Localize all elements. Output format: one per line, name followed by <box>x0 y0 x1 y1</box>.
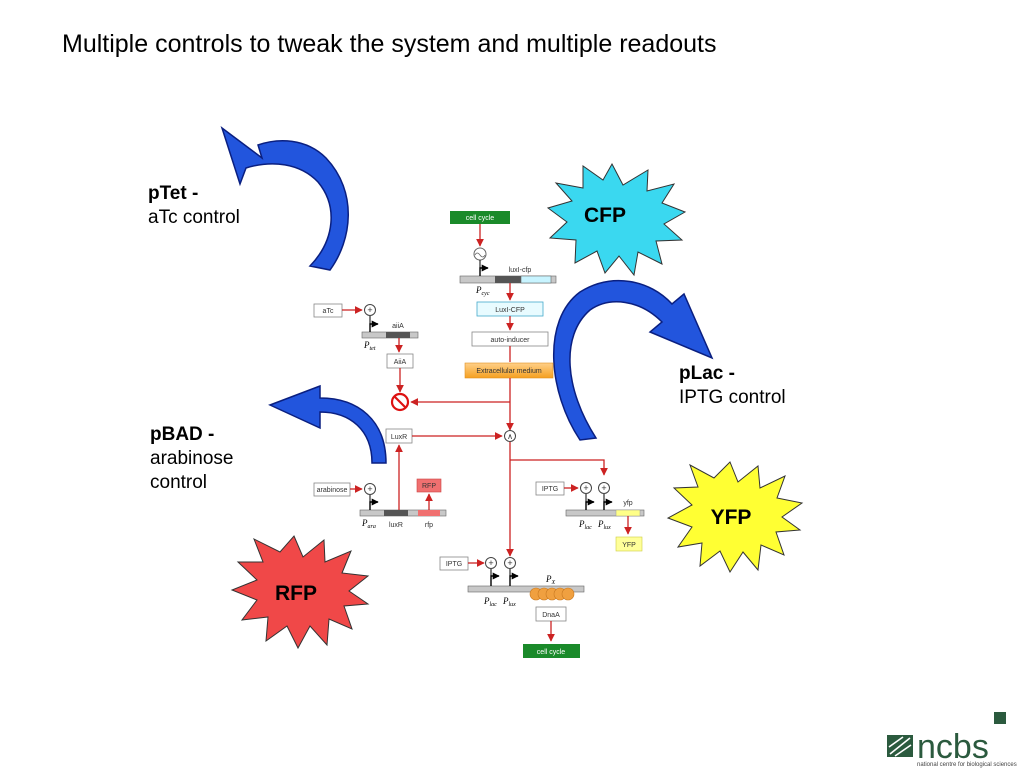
yfp-segment <box>615 509 641 517</box>
yfp-gene-label: yfp <box>623 500 632 507</box>
luxr-gene-label: luxR <box>389 522 403 529</box>
cell-cycle-bottom-box <box>523 644 580 658</box>
p-lac-bottom-promoter-arrow <box>490 572 500 586</box>
pbad-desc-2: control <box>150 472 208 493</box>
p-x-label: PX <box>545 574 556 586</box>
yfp-protein-text: YFP <box>622 542 636 549</box>
oscillator-wave-icon <box>474 252 486 258</box>
aiia-gene-label: aiiA <box>392 323 404 330</box>
p-lux-bottom-label: Plux <box>502 596 516 608</box>
cell-cycle-top-text: cell cycle <box>466 215 495 222</box>
ptet-heading: pTet - <box>148 183 199 204</box>
plac-label: pLac - IPTG control <box>679 362 786 410</box>
page-title: Multiple controls to tweak the system an… <box>62 30 717 58</box>
lux-bottom-plus-node <box>504 557 516 569</box>
auto-inducer-text: auto-inducer <box>491 337 531 344</box>
pbad-label: pBAD - arabinose control <box>150 423 233 495</box>
iptg-bottom-plus-sign: + <box>488 558 493 568</box>
p-ara-promoter-arrow <box>369 498 379 510</box>
rfp-protein-box <box>416 478 442 493</box>
p-cyc-label: Pcyc <box>475 285 490 297</box>
logo-name: ncbs <box>917 728 989 766</box>
plac-curved-arrow <box>553 279 714 441</box>
luxr-protein-text: LuxR <box>391 434 407 441</box>
yfp-gene-bar <box>565 509 645 517</box>
edge-and-right <box>510 459 608 476</box>
p-ara-label: Para <box>361 518 376 530</box>
p-cyc-promoter-arrow <box>479 264 489 276</box>
iptg-right-text: IPTG <box>542 486 558 493</box>
cell-cycle-bottom-text: cell cycle <box>537 649 566 656</box>
pbad-desc-1: arabinose <box>150 448 234 469</box>
p-lac-bottom-label: Plac <box>483 596 497 608</box>
yfp-protein-box <box>615 536 643 552</box>
yfp-label: YFP <box>711 506 752 529</box>
iptg-bottom-plus-node <box>485 557 497 569</box>
cfp-segment <box>520 275 552 284</box>
pbad-heading: pBAD - <box>150 424 215 445</box>
p-lac-right-promoter-arrow <box>585 498 595 510</box>
atc-plus-sign: + <box>367 305 372 315</box>
p-lux-right-label: Plux <box>597 519 611 531</box>
cell-cycle-top-box <box>450 211 510 224</box>
ptet-curved-arrow <box>220 125 349 271</box>
operator-sites <box>529 587 575 601</box>
ncbs-logo: ncbs national centre for biological scie… <box>887 712 1017 768</box>
p-lac-right-label: Plac <box>578 519 592 531</box>
iptg-right-plus-node <box>580 482 592 494</box>
dnaa-gene-bar <box>467 585 585 593</box>
iptg-right-plus-sign: + <box>583 483 588 493</box>
lux-right-plus-node <box>598 482 610 494</box>
ara-plus-node <box>364 483 376 495</box>
extracellular-medium-text: Extracellular medium <box>476 368 542 375</box>
atc-plus-node <box>364 304 376 316</box>
and-gate-symbol: ∧ <box>507 432 513 441</box>
aiia-protein-text: AiiA <box>394 359 407 366</box>
yfp-burst <box>666 461 804 574</box>
cfp-label: CFP <box>584 204 626 227</box>
rfp-gene-label: rfp <box>425 522 433 529</box>
p-tet-promoter-arrow <box>369 320 379 332</box>
degradation-slash <box>394 396 406 408</box>
rfp-burst <box>230 535 370 650</box>
p-lux-bottom-promoter-arrow <box>509 572 519 586</box>
lux-right-plus-sign: + <box>601 483 606 493</box>
arabinose-text: arabinose <box>317 487 348 494</box>
p-lux-right-promoter-arrow <box>603 498 613 510</box>
ptet-label: pTet - aTc control <box>148 182 240 230</box>
rfp-segment <box>418 510 440 516</box>
rfp-protein-text: RFP <box>422 483 436 490</box>
dnaa-protein-text: DnaA <box>542 612 560 619</box>
aiia-segment <box>386 332 410 338</box>
lux-bottom-plus-sign: + <box>507 558 512 568</box>
atc-text: aTc <box>323 308 334 315</box>
luxi-cfp-gene-label: luxI-cfp <box>509 267 532 274</box>
extracellular-medium-box <box>464 362 554 379</box>
pbad-curved-arrow <box>268 384 387 464</box>
ara-plus-sign: + <box>367 484 372 494</box>
luxi-cfp-protein-text: LuxI-CFP <box>495 307 525 314</box>
logo-leaf-lines <box>888 736 912 757</box>
plac-desc: IPTG control <box>679 387 786 408</box>
iptg-bottom-text: IPTG <box>446 561 462 568</box>
rfp-label: RFP <box>275 582 317 605</box>
p-tet-label: Ptet <box>363 340 376 352</box>
luxi-segment <box>495 276 521 283</box>
logo-subtitle: national centre for biological sciences <box>917 762 1017 768</box>
ptet-desc: aTc control <box>148 207 240 228</box>
luxr-segment <box>384 510 408 516</box>
plac-heading: pLac - <box>679 363 735 384</box>
logo-square-icon <box>994 712 1006 724</box>
cfp-burst <box>546 162 687 277</box>
and-gate-node <box>504 430 516 442</box>
